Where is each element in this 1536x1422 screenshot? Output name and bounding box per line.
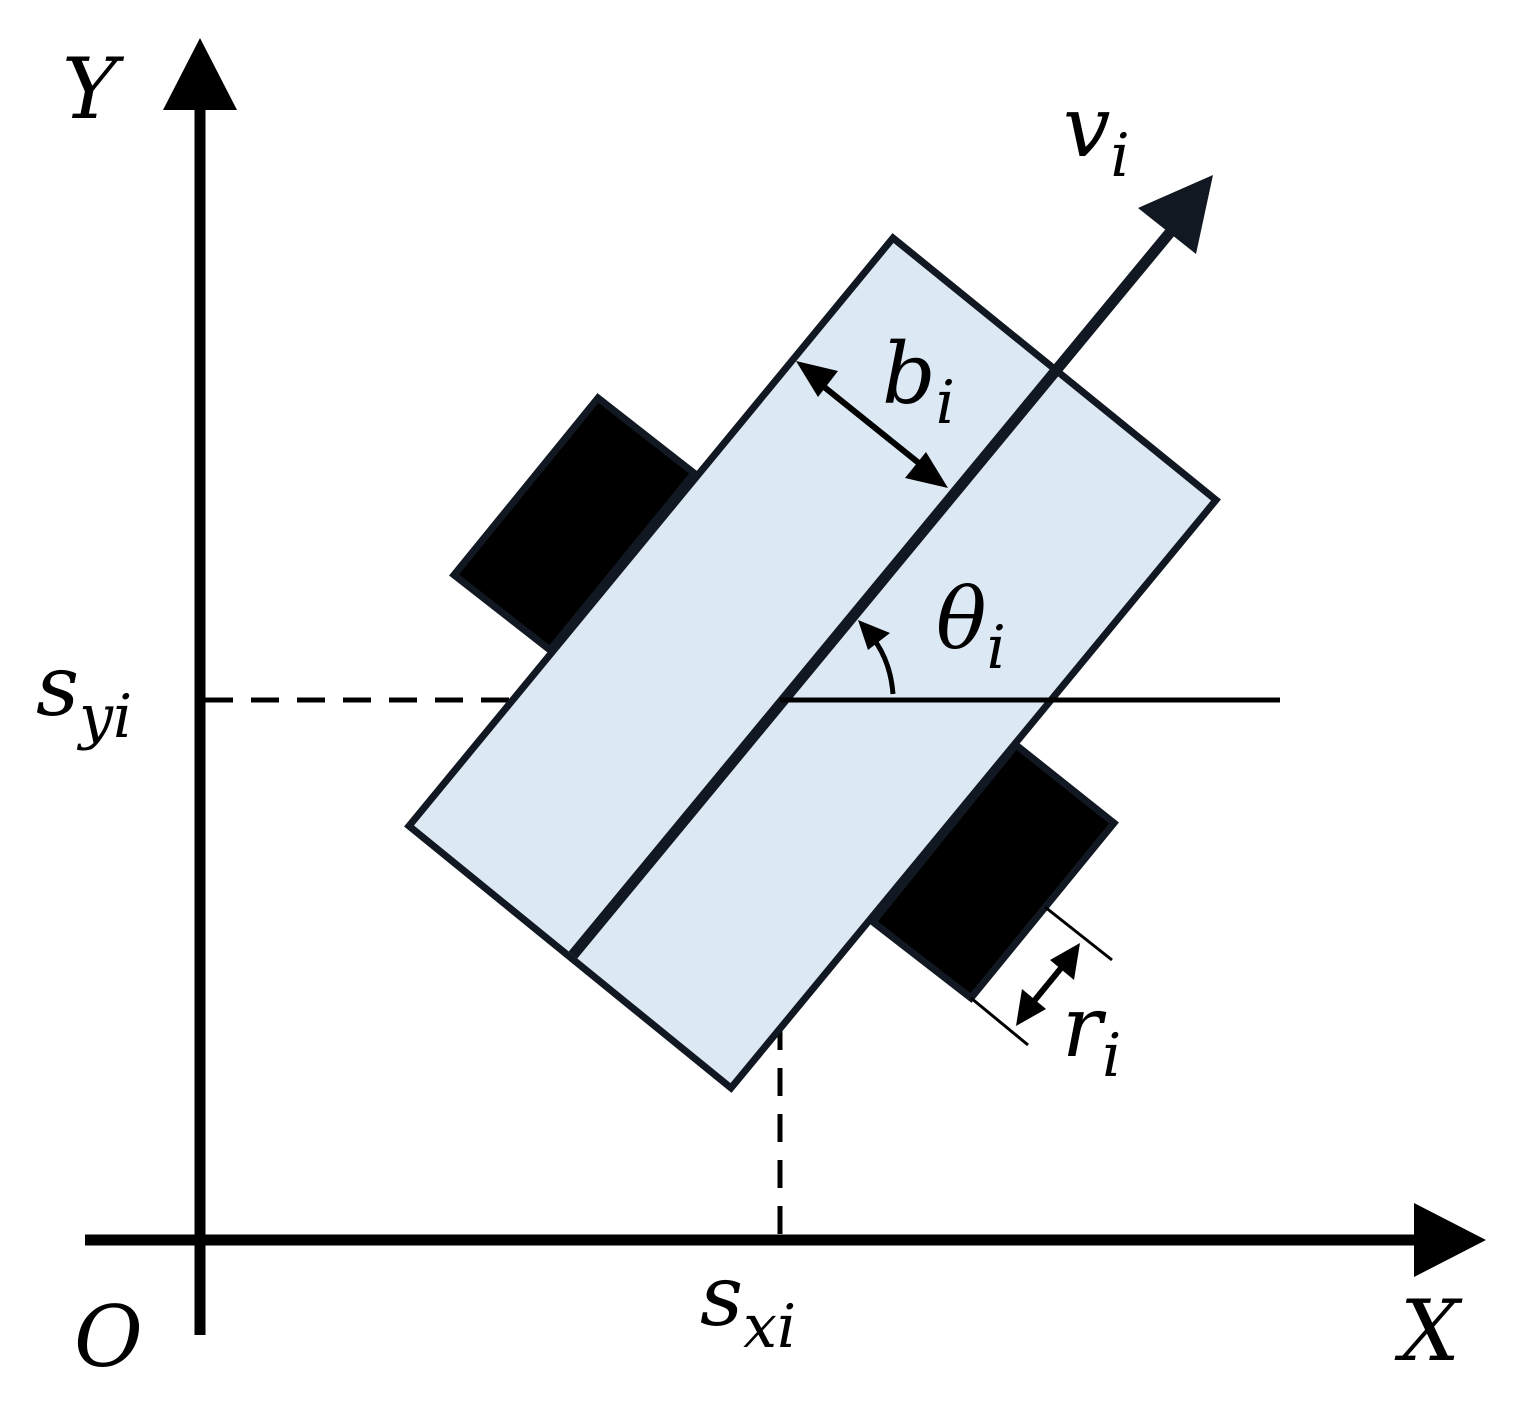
b-dimension-line [816, 379, 927, 471]
wheelbase-label: bi [882, 325, 955, 438]
velocity-label: vi [1063, 78, 1130, 191]
r-extension-line-top [1044, 905, 1113, 962]
velocity-arrowhead [1138, 175, 1213, 254]
r-dimension-line [1027, 960, 1069, 1008]
origin-label: O [74, 1288, 143, 1386]
wheel-radius-label: ri [1062, 978, 1121, 1091]
sx-label: sxi [700, 1247, 796, 1362]
b-arrowhead-top [796, 361, 838, 397]
heading-axis [568, 226, 1177, 959]
upper-wheel [449, 393, 699, 655]
sy-label: syi [36, 637, 132, 752]
y-axis-label: Y [62, 40, 125, 138]
r-arrowhead-bottom [1016, 989, 1046, 1026]
theta-arc-arrowhead [858, 620, 890, 650]
r-arrowhead-top [1050, 943, 1080, 980]
y-axis-arrowhead [163, 38, 237, 110]
r-extension-line-bottom [970, 996, 1029, 1047]
b-arrowhead-bottom [905, 452, 948, 488]
x-axis-arrowhead [1414, 1203, 1486, 1277]
x-axis-label: X [1394, 1282, 1463, 1380]
theta-label: θi [936, 570, 1006, 683]
